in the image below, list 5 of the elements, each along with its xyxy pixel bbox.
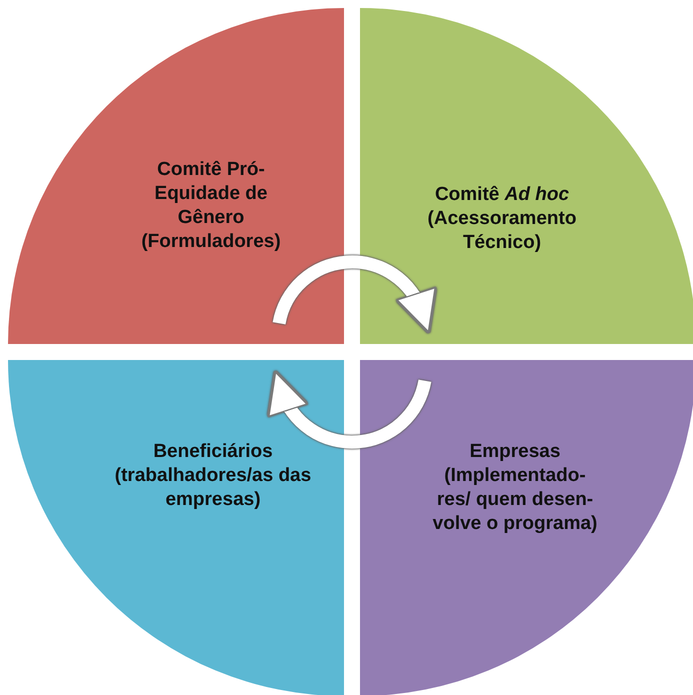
quadrant-label: Empresas (Implementado- res/ quem desen- volve o programa) (432, 440, 598, 536)
quadrant-label: Comitê Pró-Equidade de Gênero (Formuladores) (140, 158, 282, 254)
quadrant-label: Beneficiários (trabalhadores/as das empresas) (114, 440, 312, 512)
curved-arrow (268, 370, 432, 449)
quadrant-label: Comitê Ad hoc (Acessoramento Técnico) (426, 183, 578, 255)
